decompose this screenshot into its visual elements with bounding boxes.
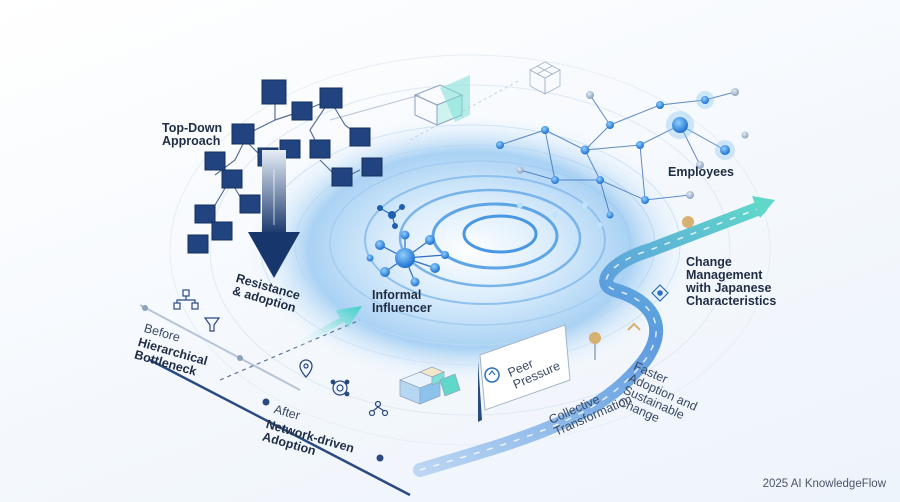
outline-box-icon [413,75,470,126]
target-icon [330,379,350,397]
peer-pressure-card [478,324,571,422]
employees-label: Employees [668,165,735,179]
top-down-approach-label: Top-Down Approach [162,121,223,148]
people-network-icon [368,400,389,417]
adoption-push-arrow [290,306,362,350]
influencer-cluster [366,204,449,287]
informal-influencer-label: Informal Influencer [372,288,432,315]
transformation-path [413,196,775,477]
top-down-arrow [248,150,300,278]
employee-network [496,88,749,219]
cube-stack-icon [398,366,461,405]
footer-credit: 2025 AI KnowledgeFlow [762,478,886,490]
org-chart [187,79,383,254]
filter-icon [203,317,221,332]
change-management-label: Change Management with Japanese Characte… [686,255,777,308]
location-pin-icon [299,359,313,378]
hierarchy-icon [173,289,199,310]
diamond-network-icon [651,284,669,302]
wireframe-cube-icon [529,61,561,95]
glow-dots [517,188,603,247]
